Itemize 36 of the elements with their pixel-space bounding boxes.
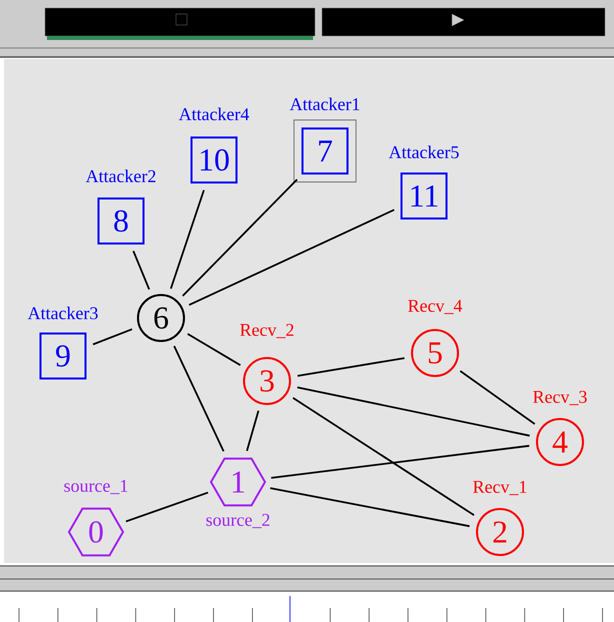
- link-line: [132, 250, 150, 290]
- circle-node: 6: [137, 294, 185, 342]
- node-label: Attacker5: [388, 146, 459, 158]
- link-line: [182, 178, 298, 297]
- link-line: [297, 357, 405, 377]
- square-node: 8: [98, 198, 144, 244]
- link-line: [126, 492, 208, 522]
- square-node: 9: [40, 332, 86, 380]
- link-line: [92, 328, 132, 346]
- link-line: [460, 370, 536, 425]
- node-label: Recv_1: [473, 480, 526, 496]
- circle-node: 5: [411, 329, 459, 377]
- node-label: Attacker3: [28, 306, 98, 320]
- node-label: Attacker1: [290, 98, 360, 110]
- link-line: [246, 410, 260, 452]
- node-label: Attacker2: [86, 170, 156, 182]
- link-line: [270, 487, 470, 528]
- link-line: [173, 346, 224, 452]
- node-label: source_2: [206, 514, 270, 528]
- square-node: 7: [302, 128, 348, 174]
- link-line: [297, 386, 530, 437]
- node-label: Recv_4: [408, 300, 462, 314]
- node-label: Attacker4: [178, 108, 250, 120]
- link-line: [292, 397, 474, 516]
- square-node: 10: [190, 136, 238, 184]
- node-label: Recv_2: [240, 324, 294, 338]
- square-node: 11: [400, 172, 448, 220]
- link-line: [187, 333, 241, 366]
- link-line: [271, 444, 530, 479]
- node-label: source_1: [64, 480, 128, 494]
- link-line: [188, 209, 395, 306]
- circle-node: 4: [536, 418, 584, 466]
- circle-node: 3: [243, 357, 291, 405]
- link-line: [170, 190, 205, 289]
- circle-node: 2: [476, 508, 524, 556]
- node-label: Recv_3: [533, 390, 587, 406]
